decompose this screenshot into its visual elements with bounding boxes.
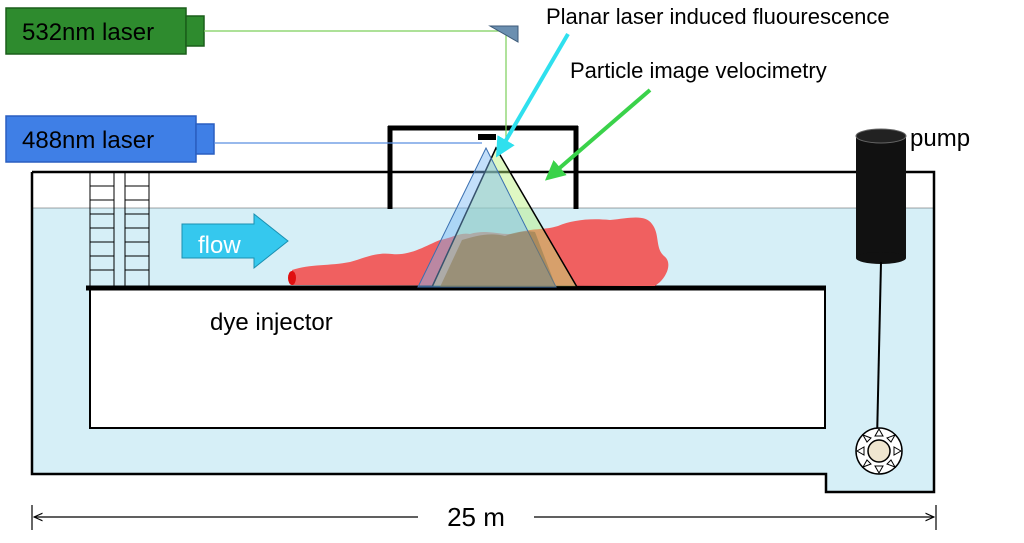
flow-arrow: flow [181,212,289,270]
right-arrow-icon [181,212,289,270]
piv-label: Particle image velocimetry [570,58,827,83]
plif-label: Planar laser induced fluourescence [546,4,890,29]
sheet-dye-overlap [440,231,556,287]
flume-outer-wall [30,170,936,494]
pump-body [856,136,906,258]
pump: pump [855,125,970,441]
pump-bottom [856,252,906,264]
mirror-icon [488,25,519,43]
flume [30,170,936,494]
pump-label: pump [910,125,970,152]
dimension-label: 25 m [447,502,505,532]
sheet-optics [478,134,496,140]
laser-532nm-label: 532nm laser [22,19,154,46]
flume-inner-block [89,287,826,429]
flow-label: flow [198,232,241,259]
pump-shaft [876,261,882,441]
dimension-line: 25 m [31,502,937,532]
flow-straightener-left [89,172,115,287]
plif-pointer-arrow [495,32,570,158]
dye-injector-label: dye injector [210,309,333,336]
laser-532nm: 532nm laser [5,7,205,55]
dye-injector-nozzle [288,271,296,285]
piv-pointer-arrow [544,88,652,181]
laser-488nm: 488nm laser [5,115,215,163]
camera-gantry [387,125,579,209]
laser-488nm-label: 488nm laser [22,127,154,154]
flow-straightener-right [124,172,150,287]
pump-top [855,128,907,144]
impeller-icon [855,427,903,475]
